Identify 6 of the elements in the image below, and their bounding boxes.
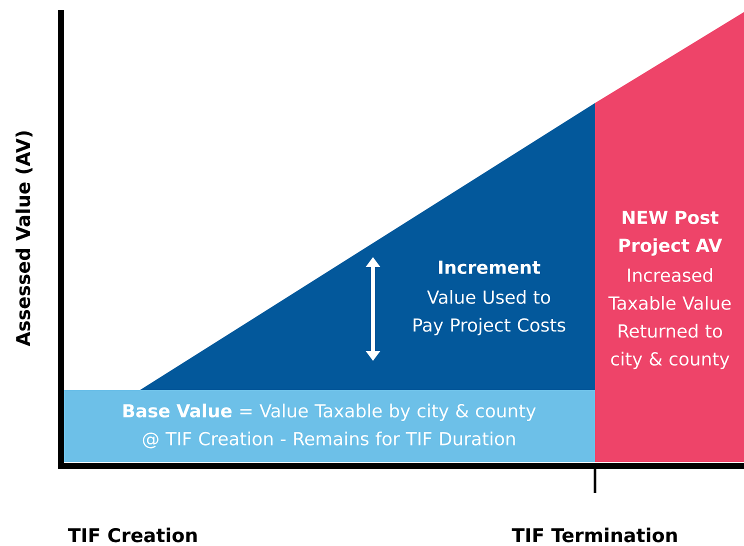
base-value-bar: Base Value = Value Taxable by city & county @ TIF Creation - Remains for TIF Duration: [64, 390, 595, 462]
increment-area: Increment Value Used to Pay Project Costs: [140, 103, 595, 390]
axis-label: TIF Creation: [68, 528, 197, 542]
post-project-area: NEW Post Project AV Increased Taxable Value Returned to city & county: [595, 12, 744, 462]
axis-label: TIF Termination: [512, 528, 677, 542]
axis-title: Assessed Value (AV): [16, 131, 32, 346]
